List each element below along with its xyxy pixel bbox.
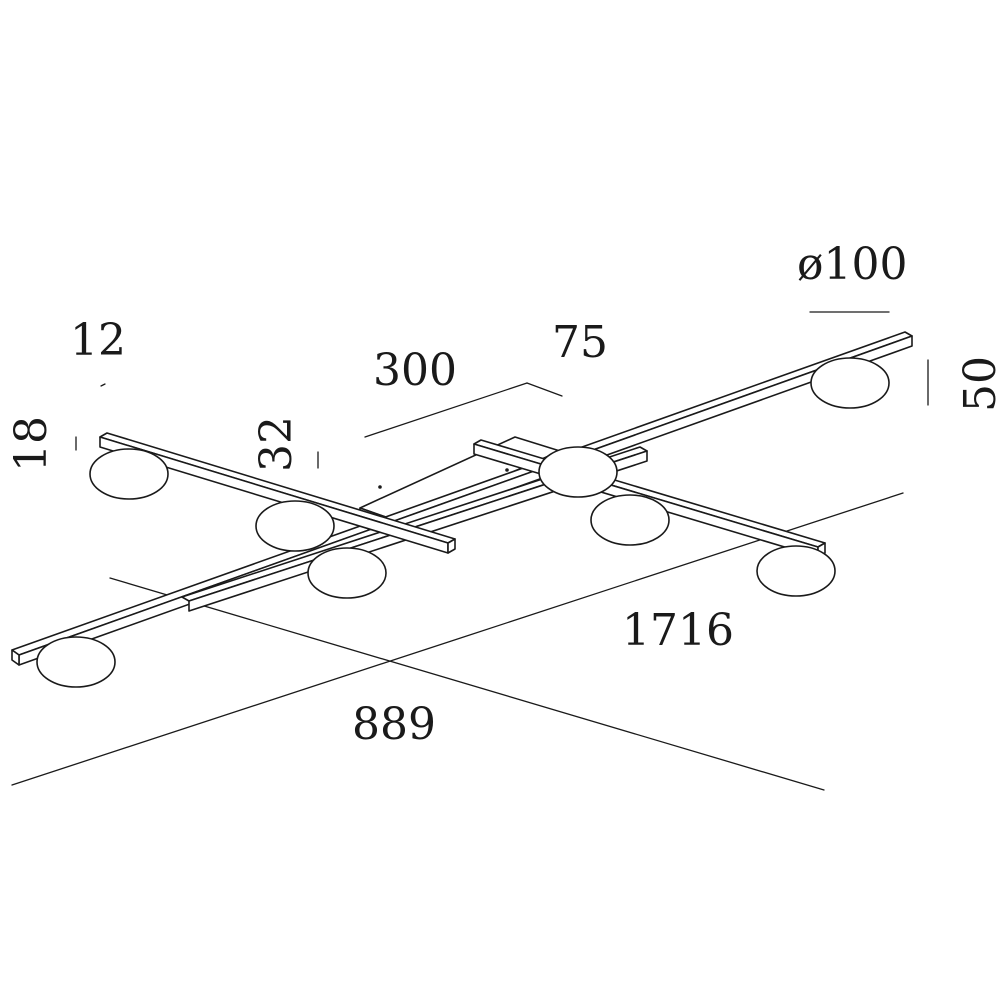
dim-line-75	[526, 382, 563, 397]
lamp-shade	[255, 500, 335, 552]
dimension-height-right: 50	[955, 356, 1000, 412]
lamp-shades	[36, 357, 890, 688]
lamp-shade	[590, 494, 670, 546]
dimension-bar-width: 12	[70, 315, 126, 366]
dimension-diameter: ø100	[797, 239, 908, 290]
lamp-shade	[810, 357, 890, 409]
dimension-lines	[11, 311, 929, 791]
lamp-shade	[538, 446, 618, 498]
long-bar	[11, 331, 913, 666]
left-bar	[99, 432, 456, 554]
dimension-bar-height: 18	[6, 416, 57, 472]
dim-line-12	[100, 383, 106, 387]
dimension-canopy-length: 300	[373, 345, 457, 396]
lamp-shade	[307, 547, 387, 599]
lamp-shade	[89, 448, 169, 500]
dimension-top-depth: 75	[552, 317, 608, 368]
lamp-shade	[756, 545, 836, 597]
dim-line-1716	[11, 492, 904, 786]
dimension-canopy-height: 32	[251, 416, 302, 472]
dimension-overall-length: 1716	[622, 605, 734, 656]
lamp-shade	[36, 636, 116, 688]
dim-line-300	[364, 382, 528, 438]
dim-line-889	[109, 577, 825, 791]
dimension-overall-width: 889	[352, 699, 436, 750]
